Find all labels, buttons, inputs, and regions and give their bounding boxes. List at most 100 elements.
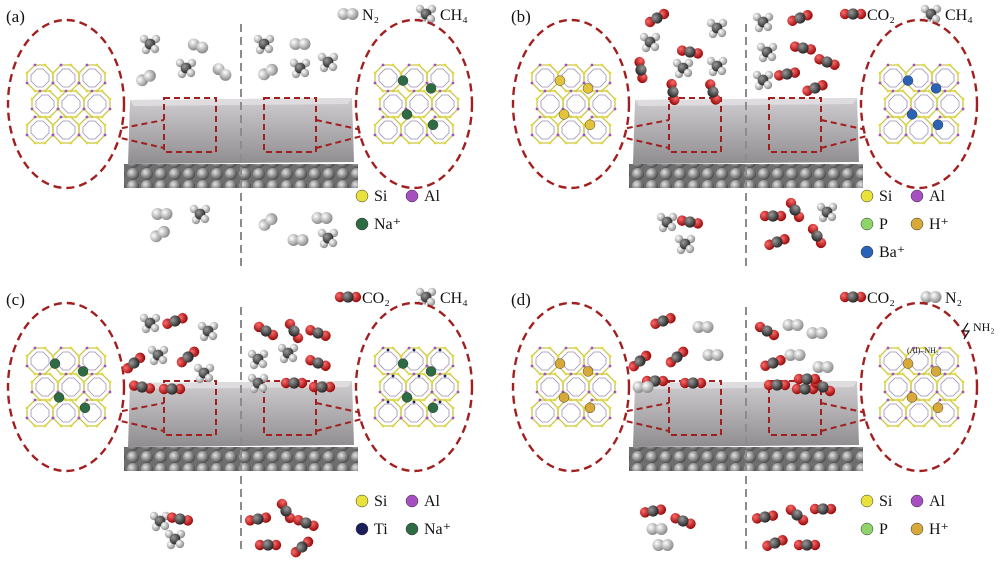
co2-molecule (166, 512, 194, 526)
zeolite-framework (373, 346, 460, 428)
ch4-molecule (816, 202, 838, 223)
ch4-molecule (247, 349, 269, 370)
ch4-molecule (149, 511, 171, 532)
ch4-molecule (253, 34, 275, 55)
co2-molecule (787, 10, 813, 26)
header-molecule-label: CO₂ (867, 290, 895, 307)
n2-molecule (692, 321, 714, 333)
ch4-molecule (197, 321, 219, 342)
zoom-ellipse-left (511, 301, 631, 473)
zoom-ellipse-left (6, 301, 126, 473)
co2-molecule (839, 8, 867, 20)
co2-molecule (793, 539, 821, 551)
zoom-ellipse-right (354, 301, 474, 473)
co2-molecule (308, 381, 336, 393)
legend-label: P (879, 521, 888, 538)
zoom-box-right (768, 97, 822, 153)
legend-swatch (405, 189, 419, 203)
zoom-connector-right (315, 119, 363, 149)
co2-molecule (807, 223, 827, 249)
legend-swatch (355, 189, 369, 203)
ch4-molecule (752, 12, 774, 33)
zoom-connector-left (616, 402, 670, 432)
zoom-ellipse-right (859, 18, 979, 190)
legend-swatch (860, 217, 874, 231)
ch4-molecule (317, 228, 339, 249)
co2-molecule (789, 41, 817, 55)
zoom-ellipse-left (511, 18, 631, 190)
legend-label: Na⁺ (374, 216, 401, 233)
co2-molecule (305, 355, 331, 371)
zoom-box-left (163, 97, 217, 153)
co2-molecule (760, 355, 786, 371)
co2-molecule (705, 79, 721, 105)
legend-label: P (879, 216, 888, 233)
zoom-connector-right (315, 402, 363, 432)
panel-label: (b) (511, 7, 531, 26)
n2-molecule (151, 208, 173, 220)
ch4-molecule (674, 234, 696, 255)
co2-molecule (676, 215, 704, 229)
co2-molecule (334, 291, 362, 303)
ch4-molecule (247, 373, 269, 394)
header-molecule-label: CH₄ (440, 290, 468, 307)
co2-molecule (158, 383, 186, 395)
co2-molecule (639, 504, 667, 518)
co2-molecule (670, 513, 696, 529)
legend-label: Al (424, 188, 441, 205)
legend-swatch (910, 494, 924, 508)
zeolite-framework (373, 63, 460, 145)
legend-swatch (910, 189, 924, 203)
ch4-molecule (277, 343, 299, 364)
co2-molecule (176, 346, 200, 368)
co2-molecule (305, 325, 331, 341)
n2-molecule (782, 319, 804, 331)
ch4-molecule (147, 345, 169, 366)
ch4-molecule (139, 313, 161, 334)
co2-molecule (293, 515, 319, 531)
zeolite-framework (25, 63, 112, 145)
zoom-ellipse-right (354, 18, 474, 190)
n2-molecule (287, 234, 309, 246)
legend-swatch (860, 522, 874, 536)
panel-label: (a) (6, 7, 25, 26)
zoom-connector-left (616, 119, 670, 149)
co2-molecule (253, 321, 279, 341)
legend-label: Si (374, 188, 388, 205)
co2-molecule (751, 510, 779, 524)
ch4-molecule (706, 18, 728, 39)
co2-molecule (763, 379, 791, 391)
co2-molecule (839, 291, 867, 303)
n2-molecule (258, 63, 278, 81)
ch4-molecule (193, 363, 215, 384)
header-molecule-label: CO₂ (362, 290, 390, 307)
header-molecule-label: N₂ (362, 7, 379, 24)
n2-molecule (920, 291, 942, 303)
legend-label: H⁺ (929, 521, 949, 538)
zoom-box-left (163, 380, 217, 436)
co2-molecule (122, 352, 146, 374)
co2-molecule (666, 78, 680, 106)
n2-molecule (652, 539, 674, 551)
legend-swatch (910, 217, 924, 231)
co2-molecule (128, 380, 156, 394)
ch4-molecule (175, 58, 197, 79)
co2-molecule (802, 80, 828, 96)
zeolite-framework (878, 346, 965, 428)
ch4-molecule (756, 42, 778, 63)
ch4-molecule (139, 34, 161, 55)
n2-molecule (806, 327, 828, 339)
n2-molecule (702, 349, 724, 361)
legend-label: Si (879, 188, 893, 205)
legend-swatch (405, 494, 419, 508)
zeolite-framework (878, 63, 965, 145)
legend-swatch (860, 494, 874, 508)
co2-molecule (814, 54, 840, 70)
co2-molecule (754, 321, 780, 341)
n2-molecule (646, 523, 668, 535)
co2-molecule (773, 67, 801, 81)
